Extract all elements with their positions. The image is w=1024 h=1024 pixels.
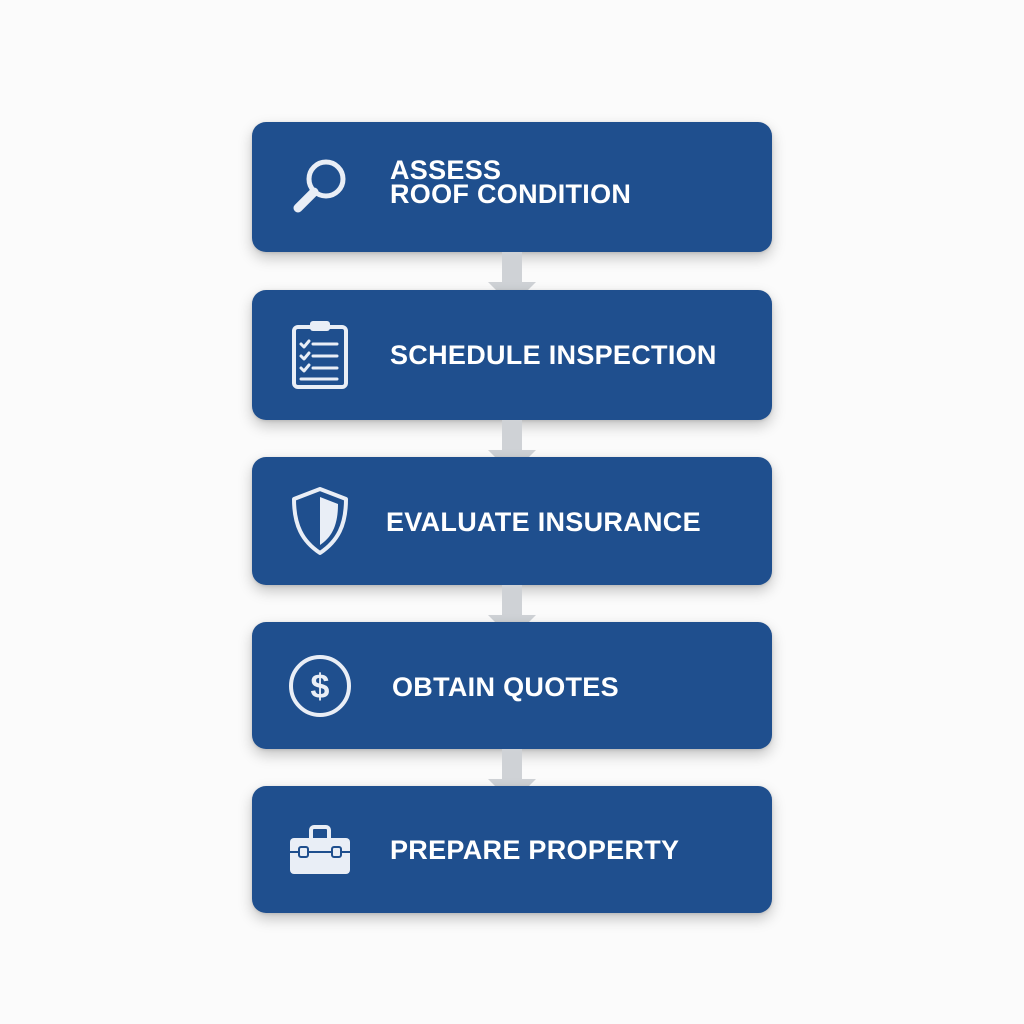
step-label-line1: ASSESS [390,155,502,185]
toolbox-icon [282,812,358,888]
magnifier-icon [282,149,358,225]
step-schedule-inspection: SCHEDULE INSPECTION [252,290,772,420]
step-assess-roof-condition: ASSESS ROOF CONDITION [252,122,772,252]
step-obtain-quotes: $ OBTAIN QUOTES [252,622,772,749]
step-label-line1: PREPARE PROPERTY [390,835,680,865]
step-label: ASSESS ROOF CONDITION [390,155,756,209]
step-label-line1: EVALUATE INSURANCE [386,507,701,537]
step-label: OBTAIN QUOTES [392,672,756,702]
step-label: EVALUATE INSURANCE [386,507,756,537]
dollar-circle-icon: $ [282,648,358,724]
step-label: SCHEDULE INSPECTION [390,340,756,370]
step-label: PREPARE PROPERTY [390,835,756,865]
step-label-line2: ROOF CONDITION [390,179,632,209]
step-label-line1: OBTAIN QUOTES [392,672,619,702]
clipboard-checklist-icon [282,317,358,393]
svg-text:$: $ [311,668,330,706]
step-evaluate-insurance: EVALUATE INSURANCE [252,457,772,585]
step-prepare-property: PREPARE PROPERTY [252,786,772,913]
shield-icon [282,483,358,559]
step-label-line1: SCHEDULE INSPECTION [390,340,717,370]
process-flowchart: ASSESS ROOF CONDITION SCHEDULE INSPECTIO… [252,0,772,1024]
